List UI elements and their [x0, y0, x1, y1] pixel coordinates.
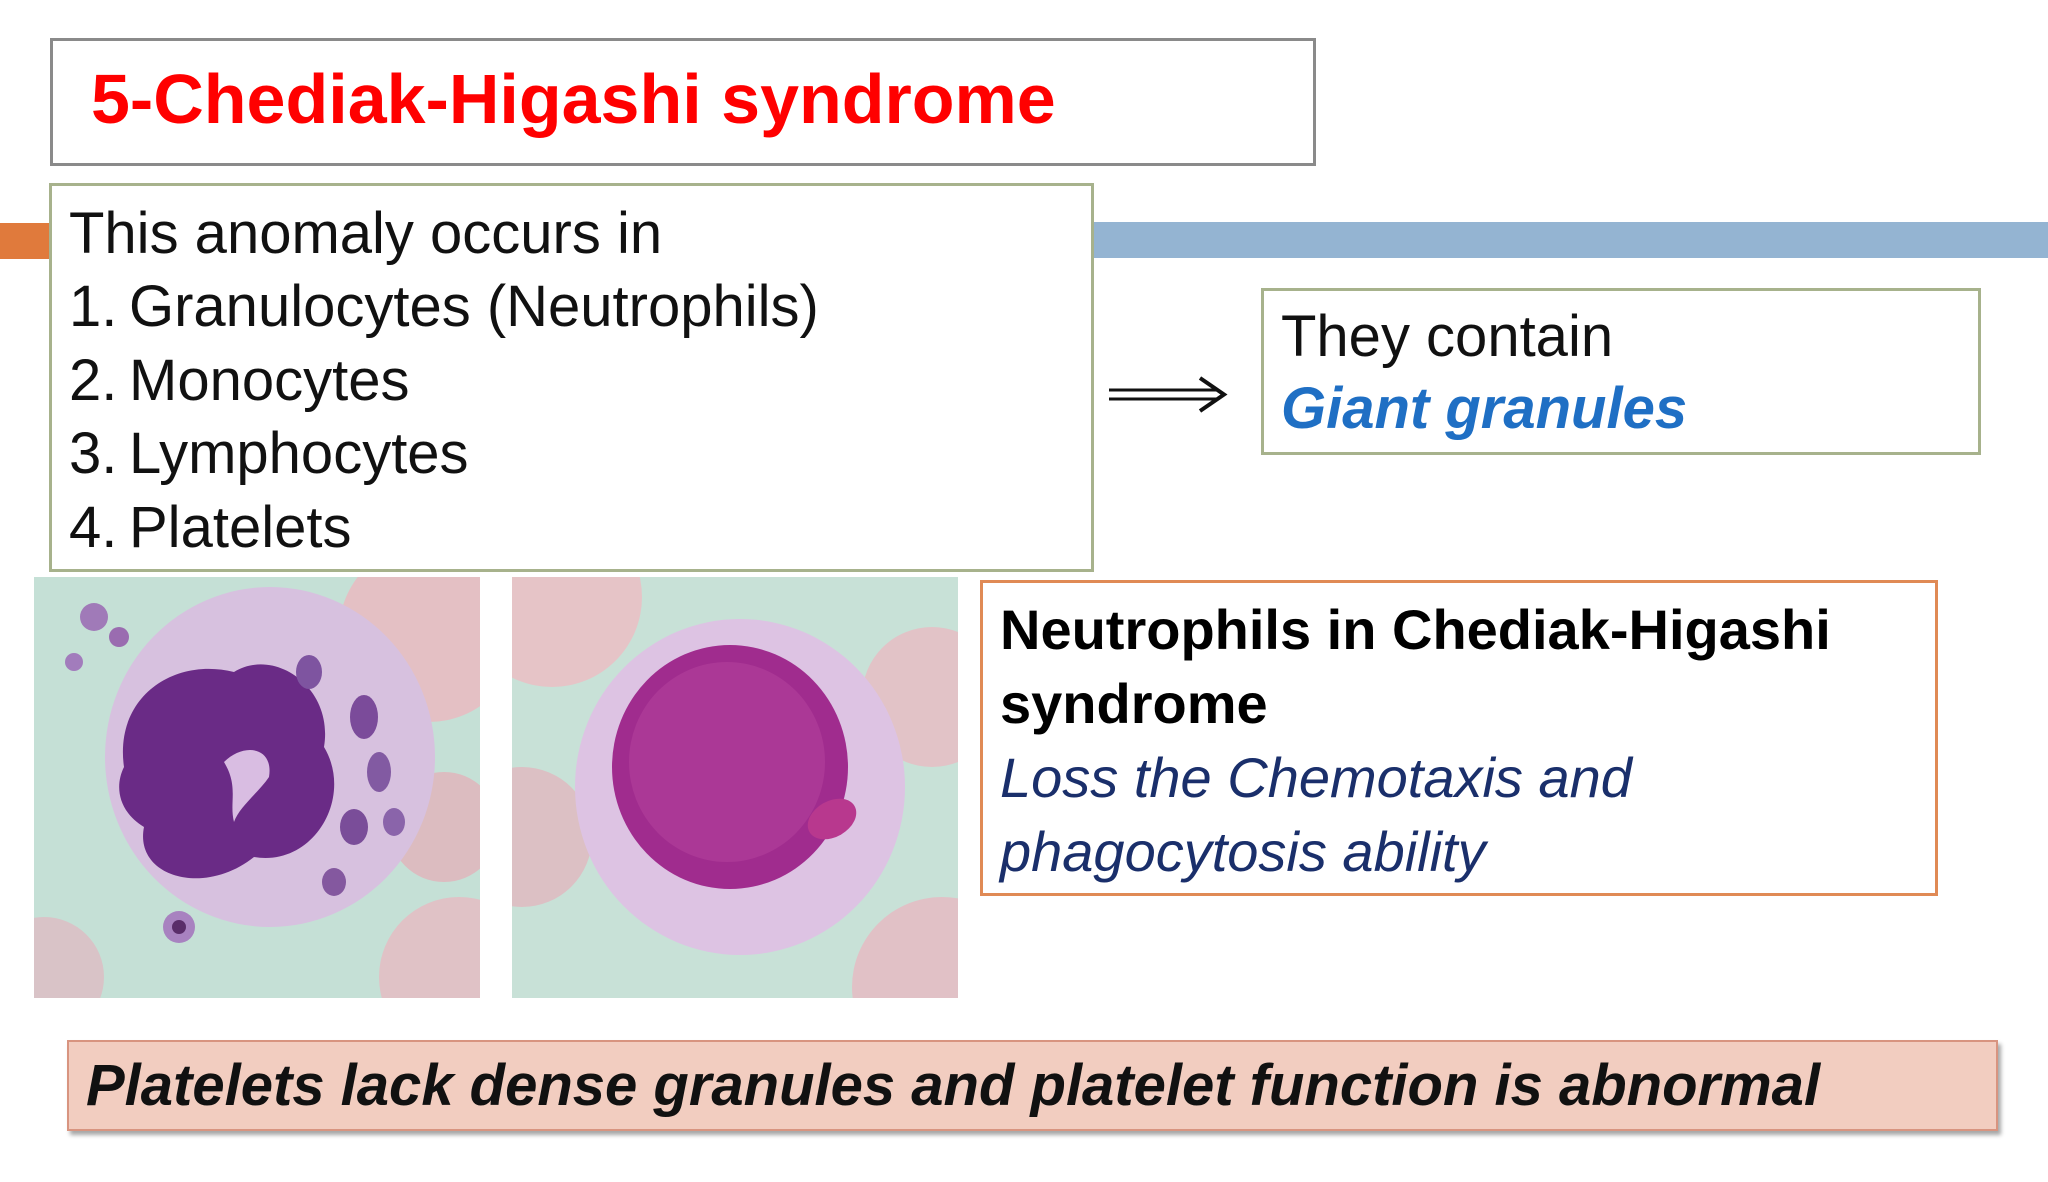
list-item: 3.Lymphocytes	[69, 417, 819, 491]
list-item-label: Lymphocytes	[129, 421, 469, 486]
granules-intro: They contain	[1281, 304, 1614, 369]
right-arrow-icon	[1109, 376, 1228, 413]
giant-granules-box: They contain Giant granules	[1261, 288, 1981, 455]
neutrophil-subtext: Loss the Chemotaxis and phagocytosis abi…	[1000, 746, 1632, 883]
giant-granules-label: Giant granules	[1281, 376, 1688, 441]
neutrophil-image-1	[34, 577, 480, 998]
platelet-note: Platelets lack dense granules and platel…	[86, 1053, 1821, 1118]
list-item-label: Platelets	[129, 494, 352, 560]
slide-title: 5-Chediak-Higashi syndrome	[91, 60, 1056, 138]
list-item: 1.Granulocytes (Neutrophils)	[69, 270, 819, 344]
title-box: 5-Chediak-Higashi syndrome	[50, 38, 1316, 166]
anomaly-box: This anomaly occurs in 1.Granulocytes (N…	[49, 183, 1094, 572]
accent-band-left	[0, 223, 52, 259]
accent-band-right	[1092, 222, 2048, 258]
neutrophil-heading: Neutrophils in Chediak-Higashi syndrome	[1000, 598, 1831, 735]
platelet-note-bar: Platelets lack dense granules and platel…	[67, 1040, 1998, 1131]
list-item-number: 1.	[69, 274, 118, 339]
list-item-number: 3.	[69, 421, 118, 486]
list-item-label: Granulocytes (Neutrophils)	[129, 274, 819, 339]
anomaly-list: 1.Granulocytes (Neutrophils) 2.Monocytes…	[69, 270, 819, 564]
neutrophil-image-2	[512, 577, 958, 998]
list-item-number: 4.	[69, 494, 118, 560]
list-item: 2.Monocytes	[69, 344, 819, 418]
list-item: 4.Platelets	[69, 491, 819, 565]
list-item-number: 2.	[69, 347, 118, 413]
neutrophil-caption-box: Neutrophils in Chediak-Higashi syndrome …	[980, 580, 1938, 896]
anomaly-intro: This anomaly occurs in	[69, 201, 663, 266]
list-item-label: Monocytes	[129, 347, 410, 413]
